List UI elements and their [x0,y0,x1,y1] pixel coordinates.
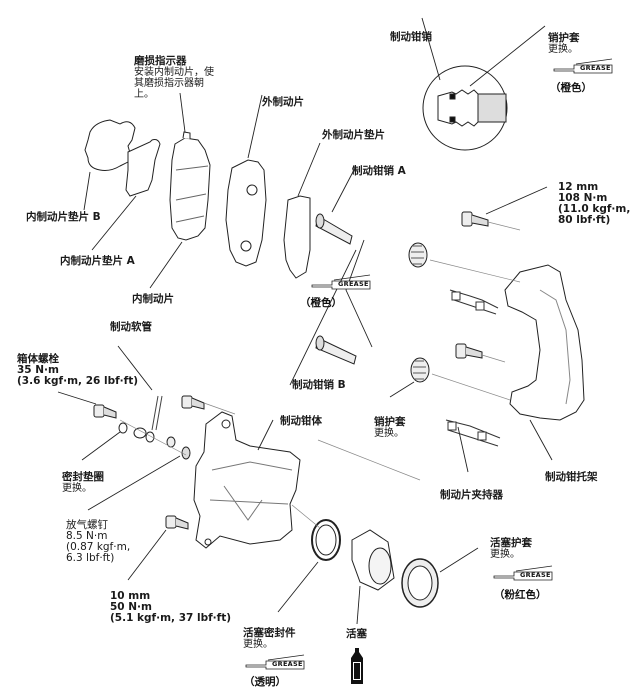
banjo-bolt-part [93,404,117,419]
inner-shim-a-label: 内制动片垫片 A [60,255,135,267]
caliper-bolt-size: 10 mm [110,590,151,602]
grease-tube-text: GREASE [338,280,369,288]
bracket-bolt-lower-part [455,343,483,359]
piston-label: 活塞 [346,628,367,640]
brake-hose-label: 制动软管 [110,321,152,333]
inner-pad-part [169,137,211,241]
bleed-screw-part [181,446,191,460]
caliper-bracket-part [504,264,585,421]
grease-tube-icon: GREASE [310,274,380,296]
pin-boot-top-label: 销护套 更换。 [548,32,580,56]
caliper-pin-a-part [315,213,353,245]
wear-indicator-label: 磨损指示器 安装内制动片，使其磨损指示器朝上。 [134,55,216,101]
grease-tube-icon: GREASE [552,58,622,80]
pin-boot-bottom-note: 更换。 [374,428,404,439]
caliper-pin-top-label: 制动钳销 [390,31,432,43]
grease-tube-text: GREASE [580,64,611,72]
banjo-bolt-title: 箱体螺栓 [17,353,59,365]
caliper-pin-b-label: 制动钳销 B [292,379,346,391]
caliper-pin-a-label: 制动钳销 A [352,165,406,177]
piston-boot-label: 活塞护套 更换。 [490,537,532,561]
caliper-bolt-torque-alt: (5.1 kgf·m, 37 lbf·ft) [110,612,232,624]
banjo-bolt-spec: 箱体螺栓 35 N·m (3.6 kgf·m, 26 lbf·ft) [17,354,138,387]
pin-boot-top-note: 更换。 [548,44,578,55]
banjo-bolt-torque: 35 N·m [17,364,59,376]
piston-part [351,529,395,591]
caliper-body-label: 制动钳体 [280,415,322,427]
banjo-bolt-torque-alt: (3.6 kgf·m, 26 lbf·ft) [17,375,139,387]
sealing-washer-part [118,422,128,434]
brake-hose-part [151,395,163,431]
pad-retainer-lower-part [445,419,501,447]
caliper-body-part [193,411,301,549]
piston-seal-part [311,519,341,561]
bleed-screw-title: 放气螺钉 [66,519,108,531]
brake-fluid-bottle-icon [350,648,364,684]
pin-boot-top-title: 销护套 [548,32,580,44]
bleed-screw-torque-alt: (0.87 kgf·m, [66,541,131,553]
bracket-bolt-torque: 108 N·m [558,192,608,204]
bracket-bolt-upper-part [461,211,489,227]
outer-pad-part [225,159,267,267]
caliper-bolt-spec: 10 mm 50 N·m (5.1 kgf·m, 37 lbf·ft) [110,591,231,624]
grease-tube-icon: GREASE [492,565,562,587]
wear-indicator-title: 磨损指示器 [134,55,187,67]
piston-boot-title: 活塞护套 [490,537,532,549]
piston-boot-note: 更换。 [490,549,520,560]
bleed-screw-spec: 放气螺钉 8.5 N·m (0.87 kgf·m, 6.3 lbf·ft) [66,520,130,564]
caliper-bolt-upper-part [181,395,205,410]
caliper-bolt-torque: 50 N·m [110,601,152,613]
caliper-pin-b-part [315,335,357,365]
bracket-bolt-size: 12 mm [558,181,599,193]
inner-shim-a-part [125,139,161,197]
bleed-screw-torque-alt2: 6.3 lbf·ft) [66,552,115,564]
piston-seal-title: 活塞密封件 [243,627,296,639]
caliper-bolt-lower-part [165,515,189,530]
piston-seal-grease-color: （透明） [244,676,286,688]
pin-boot-top-grease-color: （橙色） [550,82,592,94]
piston-seal-note: 更换。 [243,639,273,650]
outer-pad-shim-part [283,195,311,279]
pin-boot-lower-part [410,357,430,383]
pin-boot-upper-part [408,242,428,268]
outer-pad-shim-label: 外制动片垫片 [322,129,385,141]
piston-boot-grease-color: （粉红色） [494,589,547,601]
pin-boot-bottom-title: 销护套 [374,416,406,428]
outer-pad-label: 外制动片 [262,96,304,108]
caliper-bracket-label: 制动钳托架 [545,471,598,483]
sealing-washer-label: 密封垫圈 更换。 [62,471,104,495]
bracket-bolt-spec: 12 mm 108 N·m (11.0 kgf·m, 80 lbf·ft) [558,182,630,226]
sealing-washer-title: 密封垫圈 [62,471,104,483]
shim-grease-color: （橙色） [300,297,342,309]
grease-tube-icon: GREASE [244,654,314,676]
pad-retainer-upper-part [449,289,499,315]
bracket-bolt-torque-alt: (11.0 kgf·m, [558,203,631,215]
bleed-screw-torque: 8.5 N·m [66,530,108,542]
pin-boot-bottom-label: 销护套 更换。 [374,416,406,440]
wear-indicator-note: 安装内制动片，使其磨损指示器朝上。 [134,67,214,100]
grease-tube-text: GREASE [520,571,551,579]
piston-seal-label: 活塞密封件 更换。 [243,627,296,651]
sealing-washer-note: 更换。 [62,483,92,494]
pad-retainer-label: 制动片夹持器 [440,489,503,501]
inner-pad-label: 内制动片 [132,293,174,305]
bracket-bolt-torque-alt2: 80 lbf·ft) [558,214,611,226]
grease-tube-text: GREASE [272,660,303,668]
inner-shim-b-label: 内制动片垫片 B [26,211,101,223]
